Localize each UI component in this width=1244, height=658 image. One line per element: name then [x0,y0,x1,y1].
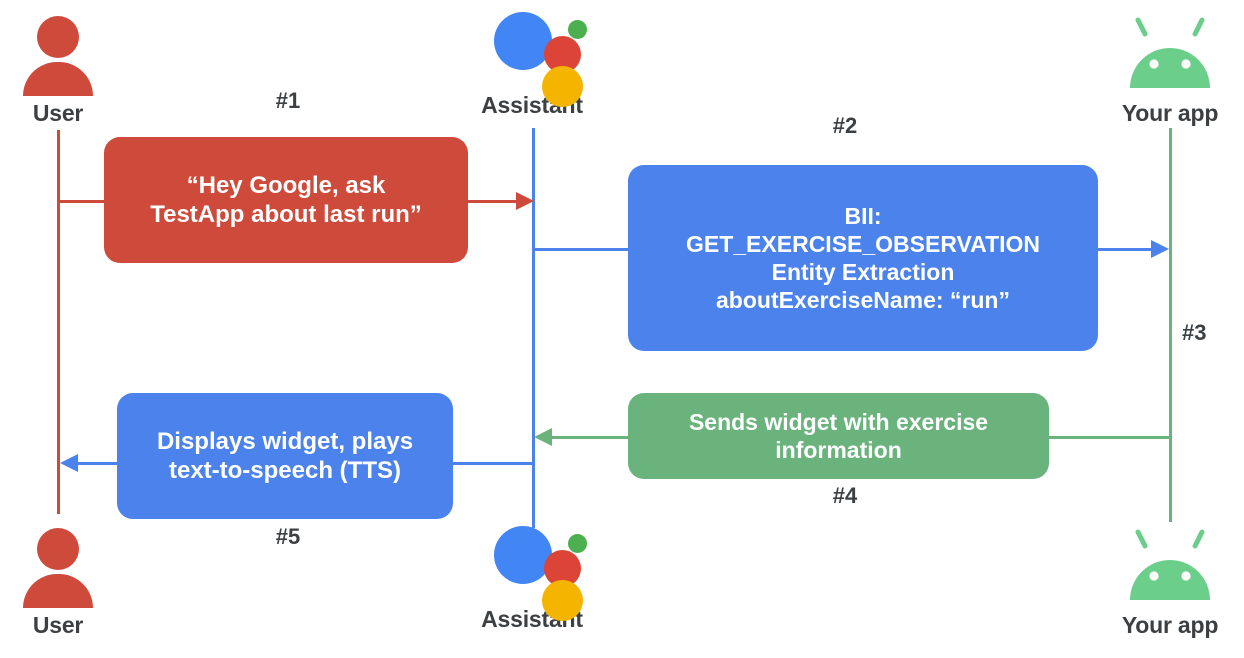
lifeline-assistant [532,128,535,528]
actor-label-assistant-top: Assistant [481,92,583,118]
message-text-1: “Hey Google, ask TestApp about last run” [150,171,422,228]
connector-app-to-m4 [1049,436,1169,439]
actor-assistant-bottom: Assistant [452,518,612,631]
step-number-4: #4 [832,483,858,508]
connector-m2-to-app [1098,248,1156,251]
step-number-2: #2 [832,113,858,138]
message-text-4: Sends widget with exercise information [688,408,989,463]
connector-assistant-to-m5 [453,462,533,465]
actor-user-bottom: User [0,524,138,637]
arrowhead-m2 [1151,240,1169,258]
step-number-1: #1 [275,88,301,113]
actor-label-assistant-bottom: Assistant [481,606,583,632]
arrowhead-m5 [60,454,78,472]
message-box-2: BII: GET_EXERCISE_OBSERVATION Entity Ext… [628,165,1098,351]
actor-your-app-top: Your app [1090,12,1244,125]
message-box-4: Sends widget with exercise information [628,393,1049,479]
connector-m5-to-user [78,462,118,465]
connector-m1-to-assistant [468,200,523,203]
android-robot-icon [1120,12,1220,96]
actor-assistant-top: Assistant [452,4,612,117]
connector-user-to-m1 [57,200,112,203]
google-assistant-icon [482,518,587,621]
actor-label-your-app-bottom: Your app [1121,612,1219,638]
actor-label-user-top: User [32,100,84,126]
user-icon [8,12,108,96]
user-icon [8,524,108,608]
message-box-5: Displays widget, plays text-to-speech (T… [117,393,453,519]
google-assistant-icon [482,4,587,107]
connector-m4-to-assistant [548,436,630,439]
message-box-1: “Hey Google, ask TestApp about last run” [104,137,468,263]
message-text-5: Displays widget, plays text-to-speech (T… [156,427,414,484]
message-text-2: BII: GET_EXERCISE_OBSERVATION Entity Ext… [685,202,1041,314]
actor-label-your-app-top: Your app [1121,100,1219,126]
actor-label-user-bottom: User [32,612,84,638]
arrowhead-m4 [534,428,552,446]
actor-user-top: User [0,12,138,125]
step-number-5: #5 [275,524,301,549]
arrowhead-m1 [516,192,534,210]
connector-assistant-to-m2 [532,248,630,251]
step-number-3: #3 [1182,320,1207,345]
lifeline-user [57,130,60,514]
actor-your-app-bottom: Your app [1090,524,1244,637]
android-robot-icon [1120,524,1220,608]
lifeline-your-app [1169,128,1172,522]
